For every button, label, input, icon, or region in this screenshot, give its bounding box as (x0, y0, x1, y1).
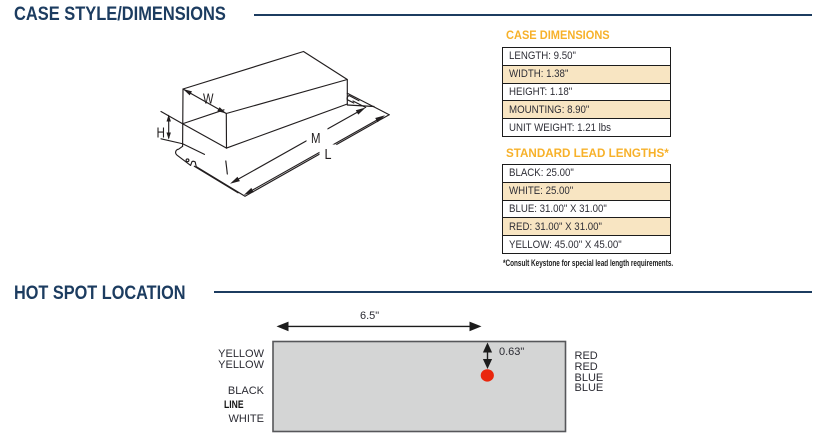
svg-text:M: M (311, 131, 321, 147)
svg-text:L: L (325, 147, 332, 163)
svg-text:W: W (203, 92, 214, 108)
svg-text:H: H (157, 125, 166, 141)
